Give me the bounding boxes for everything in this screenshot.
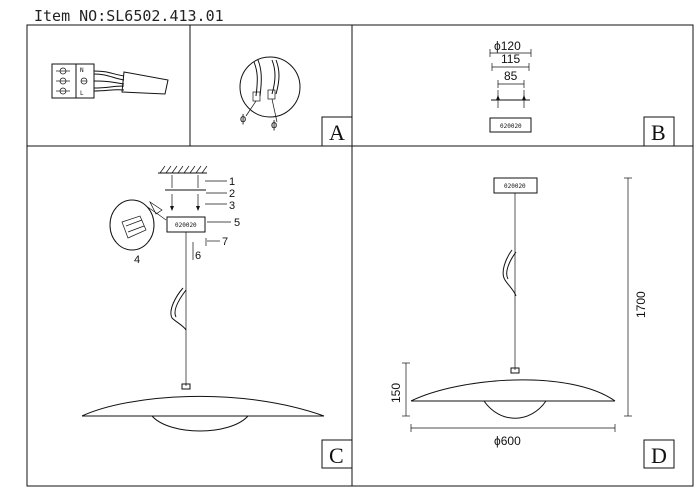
callout-1: 1 [229, 176, 235, 188]
panel-d-letter: D [651, 443, 667, 468]
wire-connector-detail: ϕ ϕ [239, 56, 301, 131]
svg-text:ϕ: ϕ [271, 119, 277, 131]
svg-text:N: N [80, 67, 84, 74]
callout-7: 7 [222, 236, 228, 248]
product-dimension-view: 020020 1700 150 ϕ600 [389, 177, 648, 448]
canopy-dimension-view: ϕ120 115 85 020020 [489, 39, 532, 133]
callout-2: 2 [229, 188, 235, 200]
canopy-mounting-distance: 115 [501, 52, 520, 66]
item-number-title: Item NO:SL6502.413.01 [34, 7, 224, 25]
drawing-frame [26, 24, 694, 487]
shade-height: 150 [389, 383, 403, 403]
panel-a-letter: A [329, 120, 345, 145]
callout-4: 4 [134, 254, 140, 266]
shade-diameter: ϕ600 [494, 434, 521, 448]
panel-b-letter-box: B [643, 116, 675, 147]
callout-6: 6 [195, 250, 201, 262]
callout-5: 5 [234, 217, 240, 229]
panel-d-canopy-code: 020020 [504, 183, 526, 190]
panel-a-letter-box: A [321, 116, 353, 147]
svg-text:L: L [80, 90, 84, 97]
overall-height: 1700 [634, 291, 648, 318]
panel-c-letter-box: C [321, 439, 353, 469]
canopy-bracket-distance: 85 [504, 69, 518, 83]
callout-3: 3 [229, 200, 235, 212]
panel-d-letter-box: D [643, 439, 675, 469]
svg-text:ϕ: ϕ [240, 113, 246, 125]
terminal-block-wiring-illustration: N L [51, 63, 169, 99]
canopy-outer-diameter: ϕ120 [494, 39, 521, 53]
panel-c-canopy-code: 020020 [175, 222, 197, 229]
panel-c-letter: C [329, 443, 344, 468]
panel-b-letter: B [651, 120, 666, 145]
installation-view: 020020 1 2 3 4 5 6 7 [81, 165, 325, 432]
panel-b-canopy-code: 020020 [500, 123, 522, 130]
